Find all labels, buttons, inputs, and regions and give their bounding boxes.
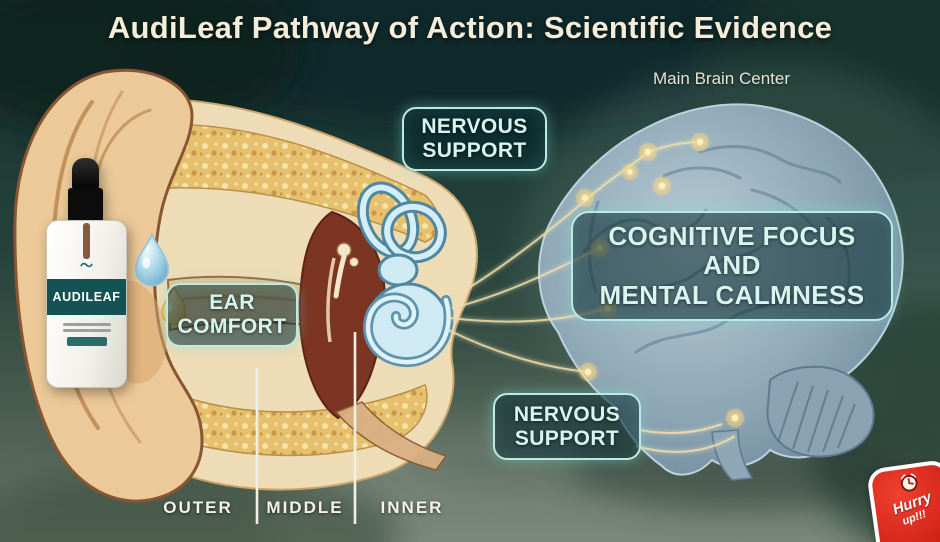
callout-nervous-support-top: NERVOUS SUPPORT	[402, 107, 547, 171]
bottle-brand-band: AUDILEAF	[47, 279, 126, 315]
alarm-clock-icon	[900, 473, 918, 492]
label-outer: OUTER	[163, 498, 233, 517]
hurry-badge-inner: Hurry up!!!	[870, 463, 940, 542]
callout-ear-comfort: EAR COMFORT	[166, 283, 298, 347]
callout-line: AND	[703, 250, 761, 281]
callout-line: SUPPORT	[422, 139, 527, 162]
eardrum	[326, 257, 336, 343]
ossicles	[333, 242, 359, 299]
callout-line: COGNITIVE FOCUS	[608, 221, 856, 252]
callout-line: MENTAL CALMNESS	[599, 279, 865, 310]
hurry-badge: Hurry up!!!	[865, 458, 940, 542]
callout-nervous-support-bottom: NERVOUS SUPPORT	[493, 393, 641, 460]
callout-line: EAR	[209, 291, 255, 315]
bottle-body: 〜 AUDILEAF	[46, 220, 127, 388]
callout-line: NERVOUS	[513, 402, 621, 426]
callout-line: SUPPORT	[514, 426, 620, 450]
callout-cognitive-focus: COGNITIVE FOCUS AND MENTAL CALMNESS	[571, 211, 893, 321]
eustachian-tube	[334, 401, 448, 471]
section-divider-lines	[255, 332, 357, 524]
semicircular-canals	[356, 181, 447, 287]
page-title: AudiLeaf Pathway of Action: Scientific E…	[107, 10, 833, 45]
callout-line: NERVOUS	[421, 115, 528, 139]
label-inner: INNER	[380, 498, 444, 517]
cochlea-spiral	[363, 282, 454, 368]
bottle-brand-text: AUDILEAF	[52, 290, 121, 304]
water-droplet-icon	[135, 233, 169, 287]
bottle-fineprint-lines	[47, 323, 126, 346]
bottle-logo-squiggle-icon: 〜	[79, 258, 93, 273]
dropper-bulb	[72, 158, 99, 192]
label-middle: MIDDLE	[266, 498, 344, 517]
dropper-pipette	[83, 223, 90, 259]
dropper-cap	[68, 188, 103, 222]
callout-line: COMFORT	[177, 315, 287, 338]
product-bottle: 〜 AUDILEAF	[44, 158, 128, 388]
cerebellum-folds	[777, 381, 856, 453]
brain-caption: Main Brain Center	[653, 69, 791, 88]
